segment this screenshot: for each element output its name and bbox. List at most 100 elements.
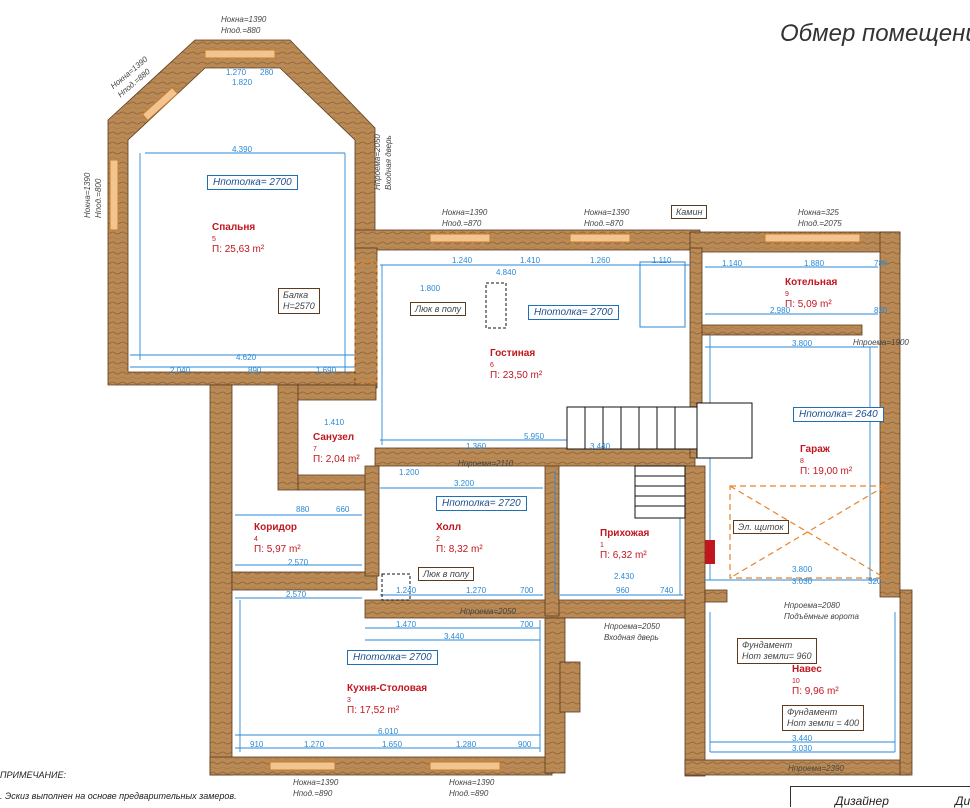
hatch-1 xyxy=(485,282,507,329)
dim-3: 1.820 xyxy=(232,78,253,87)
callout-fireplace: Камин xyxy=(671,205,708,219)
room-name-corridor: Коридор xyxy=(254,522,298,533)
room-area-corridor: П: 5,97 m² xyxy=(254,544,301,555)
room-num-entry: 1 xyxy=(600,542,604,549)
dim-2: 280 xyxy=(260,68,274,77)
room-area-living: П: 23,50 m² xyxy=(490,370,543,381)
staircase xyxy=(566,402,753,519)
wall-boiler-bottom xyxy=(699,324,863,336)
dim-67: 910 xyxy=(250,740,264,749)
dim-19: 4.840 xyxy=(496,268,517,277)
dim-22: 1.110 xyxy=(652,256,672,265)
dim-38: 3.800 xyxy=(792,339,813,348)
dim-63: 1.470 xyxy=(396,620,417,629)
dim-29: 1.360 xyxy=(466,442,487,451)
callout-panel: Эл. щиток xyxy=(733,520,789,534)
dim-69: 1.650 xyxy=(382,740,403,749)
room-area-boiler: П: 5,09 m² xyxy=(785,299,832,310)
dim-62: 2.570 xyxy=(286,590,307,599)
callout-hatch-1: Люк в полу xyxy=(410,302,467,316)
title-block-designer: Дизайнер xyxy=(835,794,889,808)
room-num-bath: 7 xyxy=(313,446,317,453)
room-area-hall: П: 8,32 m² xyxy=(436,544,483,555)
wall-bath2 xyxy=(297,384,377,401)
dim-48: 880 xyxy=(296,505,310,514)
sheet-title: Обмер помещени xyxy=(780,20,970,47)
dim-1: 1.270 xyxy=(226,68,247,77)
dim-59: 960 xyxy=(616,586,630,595)
dim-13: 4.620 xyxy=(236,353,257,362)
dim-18: 1.240 xyxy=(452,256,473,265)
wall-hall-left xyxy=(364,465,380,577)
room-area-entry: П: 6,32 m² xyxy=(600,550,647,561)
dim-53: 1.200 xyxy=(399,468,420,477)
dim-42: 3.800 xyxy=(792,565,813,574)
dim-75: 3.030 xyxy=(792,744,813,753)
room-area-kitchen: П: 17,52 m² xyxy=(347,705,400,716)
note-text: . Эскиз выполнен на основе предварительн… xyxy=(0,791,237,801)
dim-60: 740 xyxy=(660,586,674,595)
dim-51: 2.570 xyxy=(288,558,309,567)
dim-68: 1.270 xyxy=(304,740,325,749)
wall-left xyxy=(209,384,233,776)
dim-15: 890 xyxy=(248,366,262,375)
window-bedroom-left xyxy=(109,159,119,231)
room-name-canopy: Навес xyxy=(792,664,822,675)
room-area-bedroom: П: 25,63 m² xyxy=(212,244,265,255)
dim-56: 1.270 xyxy=(466,586,487,595)
room-name-bedroom: Спальня xyxy=(212,222,256,233)
opening-label-2: Hпроема=2110 xyxy=(458,459,514,468)
dim-55: 1.240 xyxy=(396,586,417,595)
dim-23: 1.800 xyxy=(420,284,441,293)
wall-bedroom-outer xyxy=(107,39,376,386)
dim-31: 3.440 xyxy=(590,442,611,451)
dim-64: 3.440 xyxy=(444,632,465,641)
room-area-bath: П: 2,04 m² xyxy=(313,454,360,465)
fireplace xyxy=(639,261,686,328)
dim-74: 3.440 xyxy=(792,734,813,743)
wall-canopy-top xyxy=(704,589,728,603)
dim-44: 320 xyxy=(868,577,882,586)
wall-kitchen-notch xyxy=(559,661,581,713)
dim-70: 1.280 xyxy=(456,740,477,749)
room-name-hall: Холл xyxy=(436,522,462,533)
wall-bottom xyxy=(209,756,553,776)
dim-28: 5.950 xyxy=(524,432,545,441)
wall-living-left xyxy=(354,247,378,389)
dim-14: 2.040 xyxy=(170,366,191,375)
dim-33: 1.880 xyxy=(804,259,825,268)
dim-66: 6.010 xyxy=(378,727,399,736)
callout-hatch-2: Люк в полу xyxy=(418,567,475,581)
window-kitchen-1 xyxy=(269,761,336,771)
opening-label-3: Hпроема=2050 xyxy=(460,607,516,616)
dim-6: 4.390 xyxy=(232,145,253,154)
wall-corr-bottom xyxy=(231,571,378,591)
opening-label-7: Hпроема=2390 xyxy=(788,764,844,773)
wall-canopy-right xyxy=(899,589,913,776)
dim-20: 1.410 xyxy=(520,256,541,265)
dim-57: 700 xyxy=(520,586,534,595)
window-kitchen-2 xyxy=(429,761,501,771)
garage-car-outline xyxy=(729,485,886,579)
ceiling-kitchen: Hпотолка= 2700 xyxy=(347,650,438,665)
dim-65: 700 xyxy=(520,620,534,629)
wall-entry-right xyxy=(684,465,706,777)
electrical-panel xyxy=(705,540,715,564)
wall-hall-right xyxy=(544,465,560,617)
ceiling-bedroom: Hпотолка= 2700 xyxy=(207,175,298,190)
dim-49: 660 xyxy=(336,505,350,514)
room-num-garage: 8 xyxy=(800,458,804,465)
window-boiler xyxy=(764,233,861,243)
dim-34: 780 xyxy=(874,259,888,268)
